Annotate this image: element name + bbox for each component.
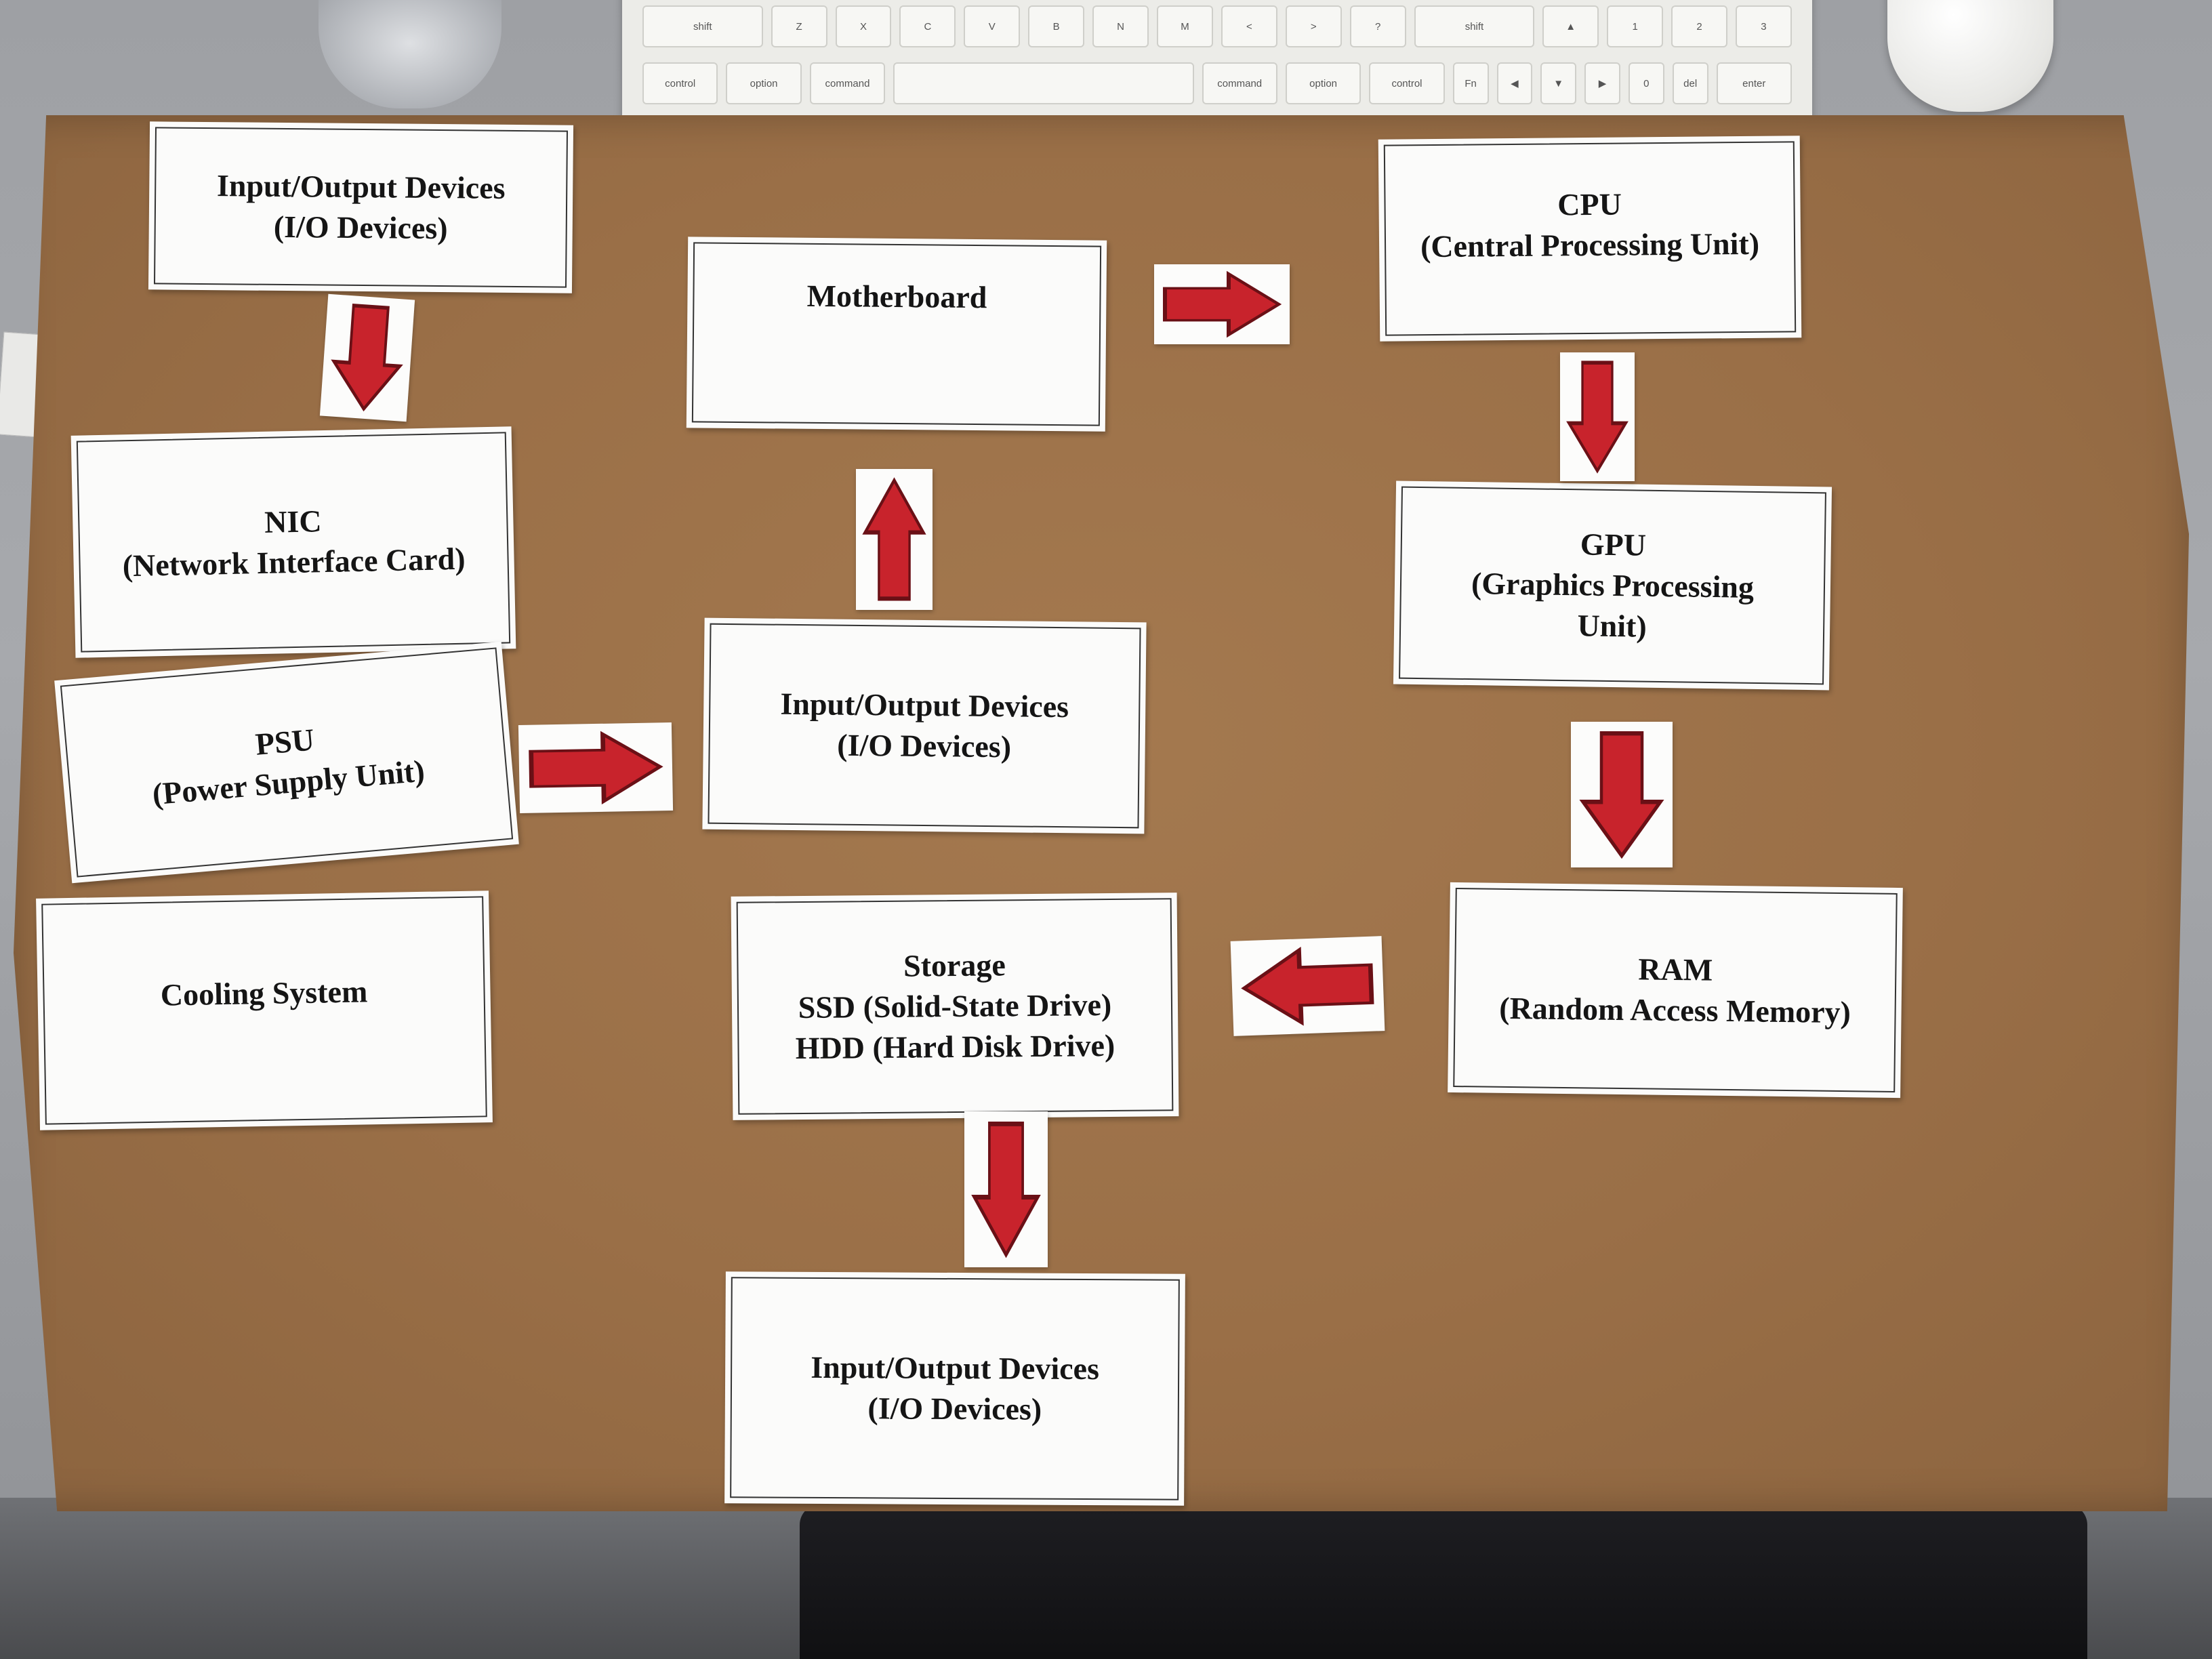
- keyboard-key: 0: [1628, 62, 1664, 104]
- keyboard-key: 2: [1671, 5, 1727, 47]
- card-label-line: (I/O Devices): [837, 727, 1012, 764]
- keyboard-key: X: [835, 5, 892, 47]
- arrow-down-icon: [1560, 352, 1635, 481]
- keyboard-key: ?: [1349, 5, 1406, 47]
- keyboard-key: 3: [1736, 5, 1792, 47]
- card-motherboard-label: Motherboard: [793, 276, 1000, 318]
- dark-chair: [800, 1504, 2087, 1659]
- keyboard-key: ◀: [1496, 62, 1533, 104]
- card-motherboard: Motherboard: [686, 237, 1107, 432]
- arrow-right-icon: [518, 722, 674, 813]
- card-cooling: Cooling System: [36, 890, 493, 1130]
- keyboard-key: Fn: [1452, 62, 1489, 104]
- keyboard-key: shift: [642, 5, 763, 47]
- keyboard-key: control: [1369, 62, 1445, 104]
- card-label-line: (Random Access Memory): [1499, 990, 1851, 1030]
- arrow-right-icon: [1154, 264, 1290, 344]
- keyboard-key: C: [899, 5, 956, 47]
- card-cpu: CPU (Central Processing Unit): [1378, 136, 1802, 342]
- card-label-line: Input/Output Devices: [216, 168, 506, 206]
- card-cpu-label: CPU (Central Processing Unit): [1406, 183, 1773, 267]
- arrow-up-icon: [856, 469, 933, 610]
- card-ram-label: RAM(Random Access Memory): [1486, 947, 1865, 1033]
- card-label-line: (I/O Devices): [273, 209, 448, 246]
- keyboard-key: del: [1672, 62, 1708, 104]
- keyboard-key: N: [1092, 5, 1149, 47]
- card-label-line: SSD (Solid-State Drive): [798, 987, 1112, 1025]
- card-io-bottom-label: Input/Output Devices (I/O Devices): [797, 1347, 1113, 1430]
- arrow-down-icon: [964, 1111, 1048, 1267]
- card-io-top-left-label: Input/Output Devices(I/O Devices): [203, 165, 519, 249]
- card-label-line: Input/Output Devices: [811, 1350, 1100, 1387]
- card-nic: NIC(Network Interface Card): [70, 426, 516, 658]
- keyboard-key: V: [964, 5, 1021, 47]
- card-ram: RAM(Random Access Memory): [1448, 882, 1903, 1099]
- card-label-line: HDD (Hard Disk Drive): [795, 1027, 1115, 1065]
- keyboard-key: option: [1285, 62, 1361, 104]
- keyboard-key: Z: [771, 5, 827, 47]
- keyboard-key: ▶: [1584, 62, 1620, 104]
- card-label-line: (Central Processing Unit): [1420, 226, 1760, 264]
- card-io-center: Input/Output Devices(I/O Devices): [702, 617, 1147, 834]
- card-nic-label: NIC(Network Interface Card): [108, 498, 479, 587]
- keyboard-key: command: [809, 62, 886, 104]
- arrow-left-icon: [1230, 936, 1385, 1036]
- card-io-center-label: Input/Output Devices(I/O Devices): [766, 684, 1083, 768]
- keyboard-key: <: [1221, 5, 1277, 47]
- card-cooling-label: Cooling System: [146, 971, 381, 1016]
- keyboard-key: M: [1157, 5, 1213, 47]
- keyboard-key: shift: [1414, 5, 1535, 47]
- computer-mouse: [1887, 0, 2053, 112]
- keyboard-key: ▼: [1540, 62, 1577, 104]
- keyboard-key: 1: [1607, 5, 1664, 47]
- card-label-line: (Graphics Processing: [1471, 566, 1755, 605]
- card-io-top-left: Input/Output Devices(I/O Devices): [148, 121, 574, 293]
- card-psu: PSU(Power Supply Unit): [54, 641, 519, 884]
- keyboard-key: B: [1028, 5, 1085, 47]
- card-label-line: Cooling System: [160, 974, 368, 1012]
- card-label-line: (I/O Devices): [867, 1391, 1042, 1427]
- card-label-line: CPU: [1557, 186, 1622, 222]
- card-label-line: PSU: [253, 722, 316, 762]
- keyboard-key: control: [642, 62, 718, 104]
- plastic-bottle: [319, 0, 501, 108]
- card-label-line: Motherboard: [806, 278, 987, 315]
- keyboard-key: ▲: [1542, 5, 1599, 47]
- keyboard-key: >: [1285, 5, 1342, 47]
- card-psu-label: PSU(Power Supply Unit): [134, 709, 440, 816]
- keyboard-key: option: [726, 62, 802, 104]
- keyboard-spacebar: [893, 62, 1194, 104]
- card-label-line: Input/Output Devices: [780, 686, 1069, 724]
- keyboard-key: enter: [1716, 62, 1792, 104]
- card-io-bottom: Input/Output Devices (I/O Devices): [724, 1271, 1185, 1506]
- arrow-down-icon: [1571, 722, 1673, 867]
- card-label-line: GPU: [1580, 527, 1647, 562]
- arrow-down-icon: [319, 293, 415, 422]
- card-label-line: Storage: [903, 947, 1006, 983]
- card-label-line: Unit): [1577, 608, 1647, 644]
- card-label-line: RAM: [1638, 951, 1713, 987]
- card-label-line: (Network Interface Card): [122, 541, 466, 583]
- keyboard-key: command: [1202, 62, 1277, 104]
- card-label-line: NIC: [264, 504, 323, 540]
